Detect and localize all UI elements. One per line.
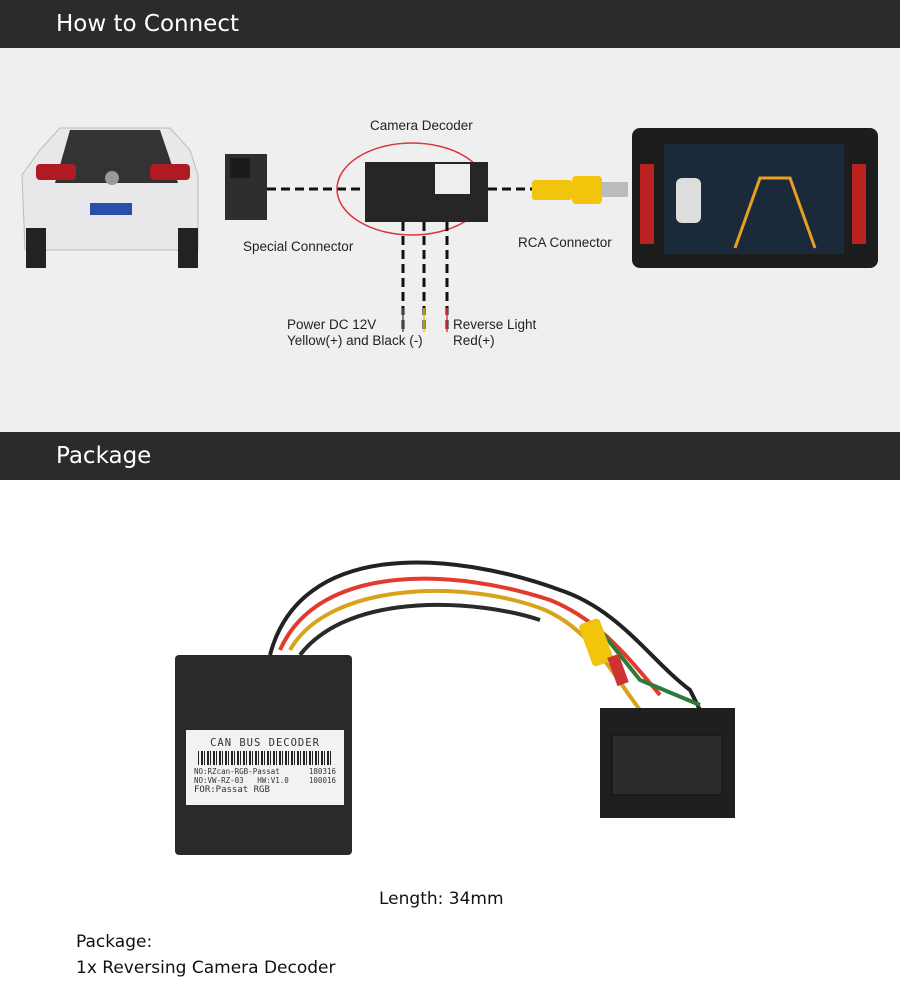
- power-label-line1: Power DC 12V: [287, 317, 377, 332]
- sticker-line2-left: NO:VW-RZ-03 HW:V1.0: [194, 776, 289, 785]
- package-photo: [175, 560, 735, 855]
- package-header: Package: [0, 432, 900, 480]
- special-connector-image: [225, 154, 267, 220]
- rca-connector-image: [532, 176, 628, 204]
- head-unit-image: [632, 128, 878, 268]
- length-text: Length: 34mm: [379, 889, 504, 909]
- rca-connector-label: RCA Connector: [518, 235, 612, 250]
- section-title: Package: [56, 443, 152, 469]
- sticker-line1-right: 180316: [308, 767, 336, 776]
- sticker-line1-left: NO:RZcan-RGB-Passat: [194, 767, 280, 776]
- cable-bundle: [268, 560, 707, 721]
- car-image: [21, 127, 199, 268]
- sticker-title: CAN BUS DECODER: [210, 737, 320, 749]
- sticker-line2-right: 100016: [308, 776, 336, 785]
- section-title: How to Connect: [56, 11, 239, 37]
- reverse-label-line2: Red(+): [453, 333, 495, 348]
- camera-decoder-label: Camera Decoder: [370, 118, 473, 133]
- special-connector-label: Special Connector: [243, 239, 354, 254]
- camera-decoder-image: [365, 162, 488, 222]
- power-label-line2: Yellow(+) and Black (-): [287, 333, 423, 348]
- how-to-connect-header: How to Connect: [0, 0, 900, 48]
- diagram-graphics: [21, 127, 878, 332]
- package-heading: Package:: [76, 932, 153, 952]
- barcode: [198, 751, 332, 765]
- harness-connector: [600, 708, 735, 818]
- reverse-label-line1: Reverse Light: [453, 317, 537, 332]
- decoder-sticker: CAN BUS DECODER NO:RZcan-RGB-Passat 18031…: [186, 730, 344, 795]
- sticker-line3: FOR:Passat RGB: [194, 785, 270, 795]
- package-item: 1x Reversing Camera Decoder: [76, 958, 336, 978]
- rca-plug: [579, 618, 629, 687]
